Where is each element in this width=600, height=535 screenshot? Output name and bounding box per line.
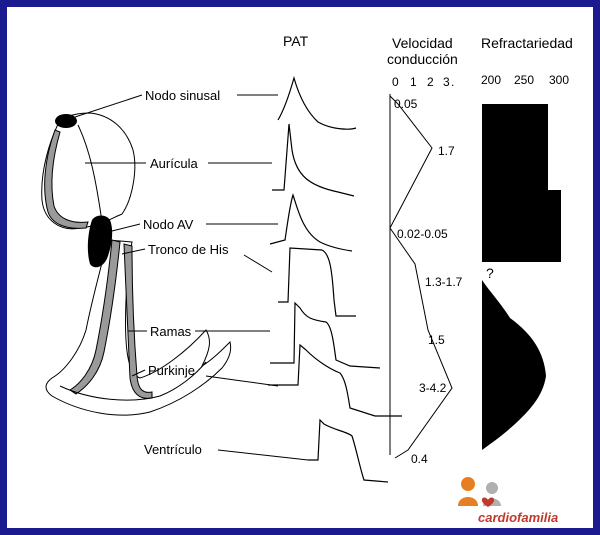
velocity-purkinje: 3-4.2	[419, 381, 447, 395]
heart-anatomy	[41, 112, 232, 416]
refractory-tick-200: 200	[481, 73, 501, 87]
label-his-bundle: Tronco de His	[148, 242, 229, 257]
label-branches: Ramas	[150, 324, 192, 339]
action-potential-traces	[268, 75, 402, 483]
velocity-tick-2: 2	[427, 75, 434, 89]
velocity-his-bundle: 1.3-1.7	[425, 275, 463, 289]
velocity-tick-0: 0	[392, 75, 399, 89]
velocity-header-line1: Velocidad	[392, 35, 453, 51]
velocity-line	[389, 95, 453, 459]
refractory-tick-300: 300	[549, 73, 569, 87]
ventricle-inner-line	[59, 361, 207, 401]
cardiofamilia-logo: cardiofamilia	[458, 477, 558, 525]
refractory-atrial-block	[482, 104, 561, 262]
ap-trace-atrium	[272, 123, 355, 197]
velocity-atrium: 1.7	[438, 144, 455, 158]
refractory-unknown-mark: ?	[486, 265, 494, 281]
ap-trace-branches	[270, 301, 381, 369]
velocity-tick-dot: .	[451, 75, 454, 89]
atrium-outline	[41, 112, 136, 230]
ap-trace-sinus-node	[277, 75, 357, 130]
label-atrium: Aurícula	[150, 156, 198, 171]
logo-figure-adult	[461, 477, 475, 491]
ap-trace-purkinje	[268, 343, 402, 417]
refractory-plot	[482, 104, 561, 450]
bundle-branch-left	[69, 239, 121, 395]
atrial-internal-line	[77, 124, 103, 223]
label-av-node: Nodo AV	[143, 217, 194, 232]
refractory-header: Refractariedad	[481, 35, 573, 51]
velocity-tick-1: 1	[410, 75, 417, 89]
structure-labels: Nodo sinusal Aurícula Nodo AV Tronco de …	[71, 88, 309, 461]
refractory-tick-250: 250	[514, 73, 534, 87]
velocity-header-line2: conducción	[387, 51, 458, 67]
pat-header: PAT	[283, 33, 309, 49]
velocity-sinus-node: 0.05	[394, 97, 418, 111]
logo-text: cardiofamilia	[478, 510, 558, 525]
velocity-branches: 1.5	[428, 333, 445, 347]
logo-heart-icon	[481, 497, 495, 507]
label-ventricle: Ventrículo	[144, 442, 202, 457]
logo-figure-child	[486, 482, 498, 494]
velocity-av-node: 0.02-0.05	[397, 227, 448, 241]
velocity-ventricle: 0.4	[411, 452, 428, 466]
label-sinus-node: Nodo sinusal	[145, 88, 220, 103]
bundle-branch-right	[123, 243, 153, 399]
velocity-plot	[389, 94, 453, 459]
sinus-node	[55, 114, 77, 128]
ap-trace-av-node	[269, 193, 353, 252]
atrial-band	[44, 129, 89, 229]
av-node	[87, 215, 113, 268]
refractory-ventricular-curve	[482, 280, 546, 450]
ap-trace-ventricle	[308, 418, 389, 483]
ap-trace-his-bundle	[278, 247, 356, 317]
label-purkinje: Purkinje	[148, 363, 195, 378]
velocity-tick-3: 3	[443, 75, 450, 89]
